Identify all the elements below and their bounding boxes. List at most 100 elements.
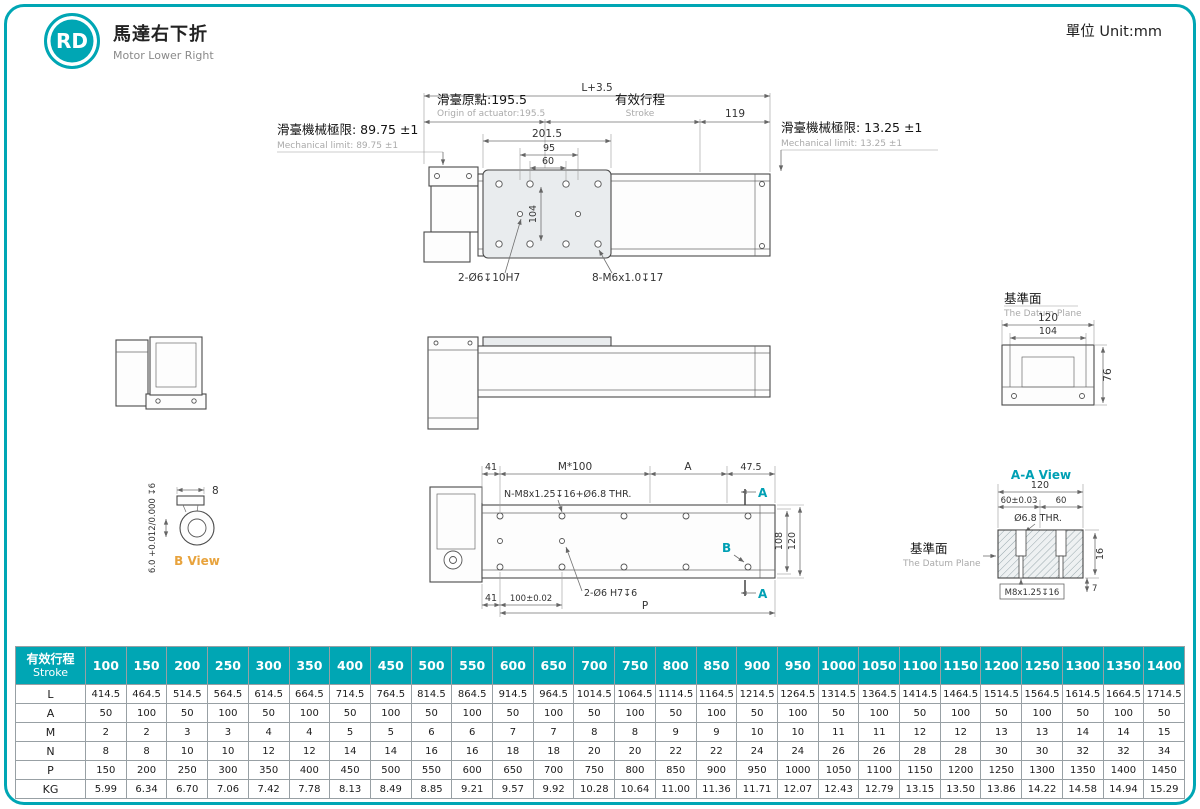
stroke-column-header: 800 — [654, 646, 697, 685]
spec-value-cell: 714.5 — [329, 684, 371, 704]
spec-value-cell: 700 — [532, 760, 575, 780]
spec-value-cell: 15.29 — [1143, 779, 1185, 799]
stroke-column-header: 500 — [410, 646, 453, 685]
spec-value-cell: 100 — [1102, 703, 1145, 723]
spec-value-cell: 6 — [451, 722, 494, 742]
top-view: L+3.5 滑臺原點:195.5 Origin of actuator:195.… — [277, 82, 938, 284]
dim-120-bottom: 120 — [787, 532, 798, 550]
spec-value-cell: 7.42 — [247, 779, 290, 799]
spec-value-cell: 1350 — [1061, 760, 1104, 780]
stroke-column-header: 1200 — [980, 646, 1023, 685]
dim-108: 108 — [774, 532, 785, 550]
spec-value-cell: 2 — [125, 722, 168, 742]
dim-8: 8 — [212, 485, 219, 497]
motor-body — [430, 185, 479, 233]
spec-value-cell: 950 — [736, 760, 778, 780]
spec-value-cell: 32 — [1102, 741, 1145, 761]
stroke-label-en: Stroke — [626, 109, 655, 119]
spec-value-cell: 1164.5 — [695, 684, 738, 704]
dim-60-tol: 60±0.03 — [1001, 496, 1038, 506]
spec-value-cell: 1364.5 — [858, 684, 901, 704]
rail-end-profile — [149, 336, 203, 396]
bottom-view: 41 M*100 A 47.5 N-M8x1.25↧16+Ø6.8 THR. A… — [429, 461, 804, 617]
spec-value-cell: 8.13 — [329, 779, 371, 799]
spec-value-cell: 50 — [1143, 703, 1185, 723]
spec-value-cell: 1250 — [980, 760, 1023, 780]
spec-value-cell: 100 — [125, 703, 168, 723]
spec-value-cell: 550 — [410, 760, 453, 780]
spec-value-cell: 100 — [207, 703, 249, 723]
dim-7: 7 — [1092, 584, 1097, 594]
spec-value-cell: 914.5 — [492, 684, 534, 704]
spec-value-cell: 1414.5 — [899, 684, 941, 704]
spec-value-cell: 32 — [1061, 741, 1104, 761]
aa-view-label: A-A View — [1011, 468, 1071, 482]
spec-value-cell: 1200 — [939, 760, 982, 780]
unit-label: 單位 Unit:mm — [1065, 24, 1162, 40]
spec-value-cell: 50 — [492, 703, 534, 723]
b-view-label: B View — [174, 554, 220, 568]
dim-120-datum: 120 — [1038, 312, 1058, 324]
spec-value-cell: 11.00 — [654, 779, 697, 799]
spec-value-cell: 12 — [247, 741, 290, 761]
spec-value-cell: 1064.5 — [614, 684, 656, 704]
spec-value-cell: 1264.5 — [776, 684, 819, 704]
rail-bottom — [481, 504, 776, 579]
spec-value-cell: 100 — [695, 703, 738, 723]
spec-value-cell: 12.43 — [817, 779, 860, 799]
spec-value-cell: 26 — [858, 741, 901, 761]
dim-41-top: 41 — [485, 462, 497, 473]
spec-value-cell: 18 — [492, 741, 534, 761]
spec-value-cell: 30 — [1021, 741, 1063, 761]
spec-value-cell: 14.94 — [1102, 779, 1145, 799]
datum-view: 基準面 The Datum Plane 120 104 76 — [1001, 291, 1114, 406]
spec-value-cell: 1614.5 — [1061, 684, 1104, 704]
spec-value-cell: 7.78 — [288, 779, 331, 799]
spec-value-cell: 24 — [736, 741, 778, 761]
callout-dowel-bottom: 2-Ø6 H7↧6 — [584, 588, 637, 599]
spec-value-cell: 5.99 — [85, 779, 127, 799]
stroke-column-header: 600 — [492, 646, 534, 685]
section-a-marker-bottom: A — [758, 587, 768, 601]
dim-100: 100±0.02 — [510, 594, 552, 604]
spec-value-cell: 1714.5 — [1143, 684, 1185, 704]
spec-value-cell: 20 — [573, 741, 616, 761]
stroke-column-header: 1150 — [939, 646, 982, 685]
spec-row-label: N — [15, 741, 86, 761]
base-flange — [145, 393, 207, 410]
stroke-column-header: 400 — [329, 646, 371, 685]
spec-value-cell: 864.5 — [451, 684, 494, 704]
spec-value-cell: 8.49 — [369, 779, 412, 799]
dim-201-5: 201.5 — [532, 128, 562, 140]
datum-label-en: The Datum Plane — [1003, 309, 1082, 319]
dim-104: 104 — [528, 205, 539, 223]
spec-value-cell: 50 — [410, 703, 453, 723]
dim-m100: M*100 — [558, 461, 592, 473]
spec-row-label: P — [15, 760, 86, 780]
spec-value-cell: 100 — [288, 703, 331, 723]
stroke-column-header: 550 — [451, 646, 494, 685]
page-subtitle: Motor Lower Right — [113, 49, 214, 62]
spec-value-cell: 464.5 — [125, 684, 168, 704]
motor-block-side — [427, 336, 479, 430]
stroke-column-header: 200 — [166, 646, 209, 685]
spec-value-cell: 1400 — [1102, 760, 1145, 780]
spec-value-cell: 3 — [207, 722, 249, 742]
spec-row-label: KG — [15, 779, 86, 799]
spec-value-cell: 850 — [654, 760, 697, 780]
callout-mounting-holes: N-M8x1.25↧16+Ø6.8 THR. — [504, 489, 631, 500]
spec-value-cell: 11 — [858, 722, 901, 742]
stroke-column-header: 300 — [247, 646, 290, 685]
spec-value-cell: 100 — [451, 703, 494, 723]
spec-value-cell: 3 — [166, 722, 209, 742]
datum-label-zh: 基準面 — [1004, 291, 1042, 306]
spec-value-cell: 1014.5 — [573, 684, 616, 704]
stroke-column-header: 1400 — [1143, 646, 1185, 685]
spec-value-cell: 100 — [776, 703, 819, 723]
limit-right-en: Mechanical limit: 13.25 ±1 — [781, 139, 902, 149]
spec-value-cell: 50 — [166, 703, 209, 723]
spec-value-cell: 814.5 — [410, 684, 453, 704]
stroke-column-header: 850 — [695, 646, 738, 685]
